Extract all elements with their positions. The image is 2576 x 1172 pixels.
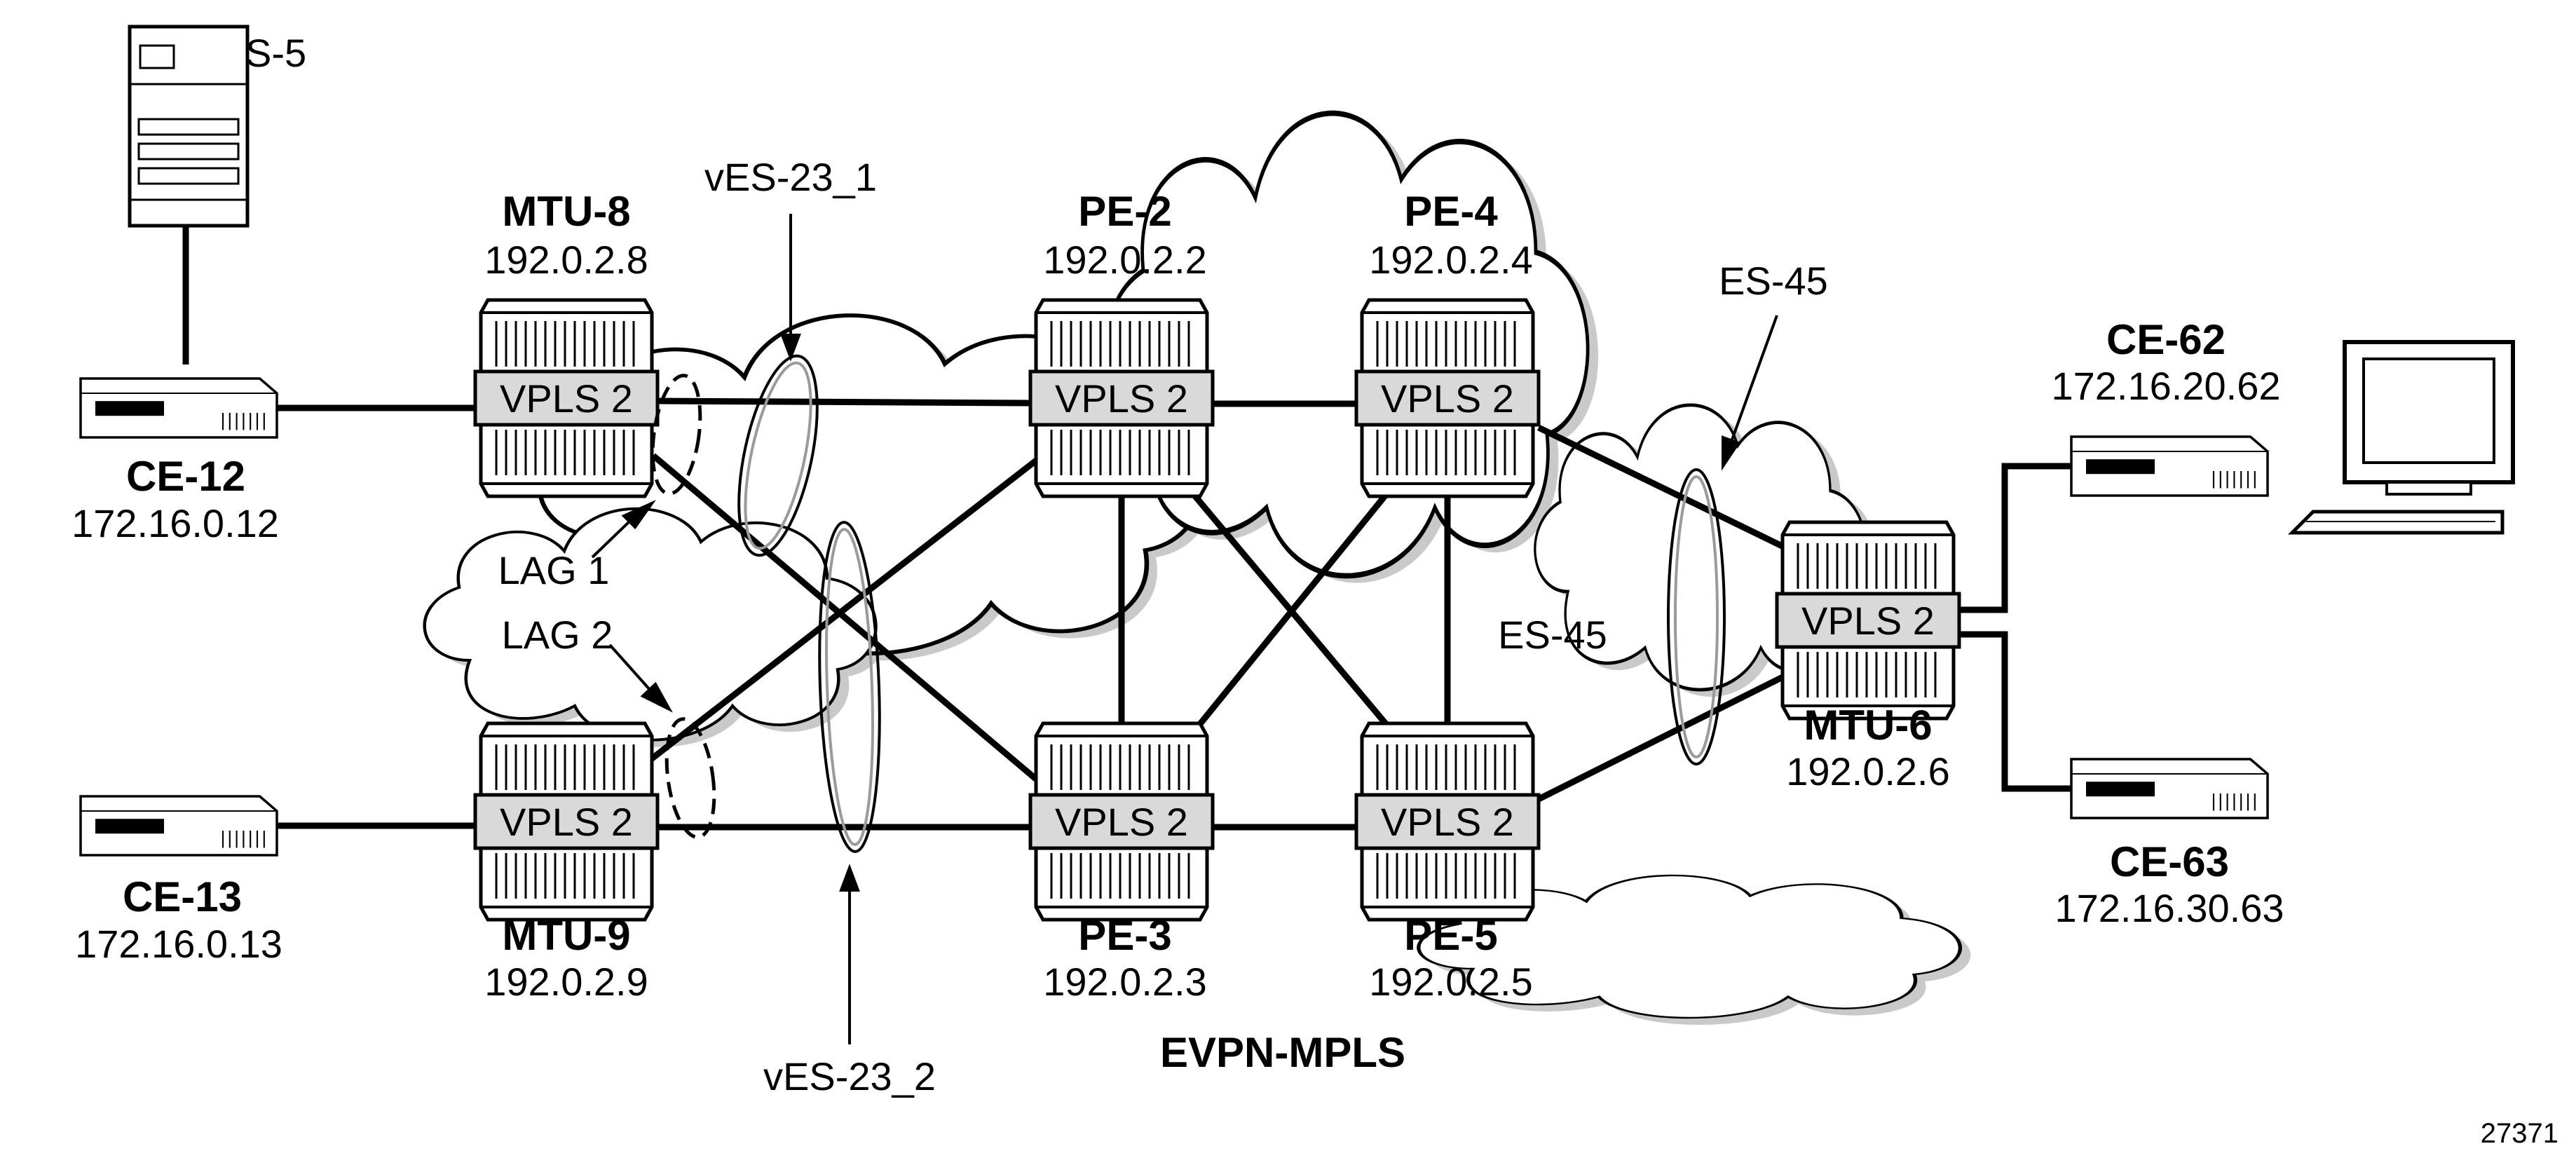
router-mtu8: VPLS 2 xyxy=(473,300,660,496)
vpls-label: VPLS 2 xyxy=(1801,599,1935,643)
link-mtu6-ce62 xyxy=(1956,463,2071,613)
ce-switch-icon xyxy=(2070,758,2269,819)
ce-name: CE-63 xyxy=(2110,838,2229,885)
link-mtu9-pe2 xyxy=(643,446,1054,767)
network-label: EVPN-MPLS xyxy=(1160,1029,1405,1076)
routers: VPLS 2 VPLS 2 VPLS 2 VPLS 2 VPLS 2 VPLS … xyxy=(473,300,1961,920)
ce-ip: 172.16.20.62 xyxy=(2052,364,2281,408)
router-pe2: VPLS 2 xyxy=(1028,300,1215,496)
router-name: MTU-6 xyxy=(1804,702,1932,749)
router-pe3: VPLS 2 xyxy=(1028,723,1215,920)
link-mtu8-pe3 xyxy=(651,453,1054,795)
vpls-label: VPLS 2 xyxy=(500,800,633,844)
ce-switch-icon xyxy=(79,795,278,857)
labels: S-5 CE-12 172.16.0.12 CE-13 172.16.0.13 … xyxy=(71,31,2558,1149)
router-ip: 192.0.2.8 xyxy=(484,238,648,282)
router-ip: 192.0.2.5 xyxy=(1369,960,1533,1004)
router-pe4: VPLS 2 xyxy=(1354,300,1541,496)
router-mtu6: VPLS 2 xyxy=(1775,522,1961,718)
router-name: PE-2 xyxy=(1078,188,1171,235)
lag1-label: LAG 1 xyxy=(498,548,610,592)
link-mtu8-pe2 xyxy=(653,397,1030,407)
server-name: S-5 xyxy=(245,31,306,75)
vpls-label: VPLS 2 xyxy=(500,376,633,421)
link-mtu6-ce63 xyxy=(1956,631,2071,792)
server-tower-icon xyxy=(128,25,250,228)
ce-ip: 172.16.0.13 xyxy=(75,922,282,966)
ce-ip: 172.16.30.63 xyxy=(2055,886,2284,930)
figure-id: 27371 xyxy=(2481,1118,2558,1149)
computer-monitor-icon xyxy=(2287,340,2515,535)
router-ip: 192.0.2.6 xyxy=(1786,749,1950,793)
vpls-label: VPLS 2 xyxy=(1381,800,1514,844)
router-name: PE-4 xyxy=(1404,188,1498,235)
link-pe4-pe3 xyxy=(1182,482,1398,745)
lag2-ellipse xyxy=(665,717,716,839)
router-ip: 192.0.2.3 xyxy=(1043,960,1207,1004)
router-mtu9: VPLS 2 xyxy=(473,723,660,920)
vpls-label: VPLS 2 xyxy=(1381,376,1514,421)
router-name: MTU-8 xyxy=(502,188,630,235)
network-links xyxy=(182,226,2071,831)
es-45-label: ES-45 xyxy=(1719,259,1828,303)
ce-switch-icon xyxy=(2070,435,2269,497)
router-name: MTU-9 xyxy=(502,912,630,959)
router-ip: 192.0.2.4 xyxy=(1369,238,1533,282)
lag1-ellipse xyxy=(650,374,702,496)
link-pe5-mtu6 xyxy=(1536,666,1800,803)
ves-23-1-ellipse xyxy=(737,354,819,557)
vpls-label: VPLS 2 xyxy=(1055,376,1188,421)
ce-ip: 172.16.0.12 xyxy=(71,501,279,545)
router-name: PE-3 xyxy=(1078,912,1171,959)
ves-23-1-label: vES-23_1 xyxy=(704,155,877,199)
es-ellipses xyxy=(737,354,1726,853)
router-ip: 192.0.2.2 xyxy=(1043,238,1207,282)
lag2-label: LAG 2 xyxy=(502,613,613,657)
ce-name: CE-62 xyxy=(2106,316,2226,363)
es-45-inner-label: ES-45 xyxy=(1498,613,1607,657)
ce-name: CE-13 xyxy=(123,873,242,920)
ves-23-2-label: vES-23_2 xyxy=(763,1054,936,1098)
link-pe4-mtu6 xyxy=(1537,424,1799,557)
router-name: PE-5 xyxy=(1404,912,1497,959)
ves-23-2-ellipse xyxy=(818,521,881,853)
ce-name: CE-12 xyxy=(126,453,245,500)
router-ip: 192.0.2.9 xyxy=(484,960,648,1004)
router-pe5: VPLS 2 xyxy=(1354,723,1541,920)
annotation-arrows xyxy=(591,214,1778,1044)
lag-ellipses xyxy=(650,374,716,839)
vpls-label: VPLS 2 xyxy=(1055,800,1188,844)
ce-switch-icon xyxy=(79,377,278,439)
es-45-ellipse xyxy=(1667,468,1726,765)
